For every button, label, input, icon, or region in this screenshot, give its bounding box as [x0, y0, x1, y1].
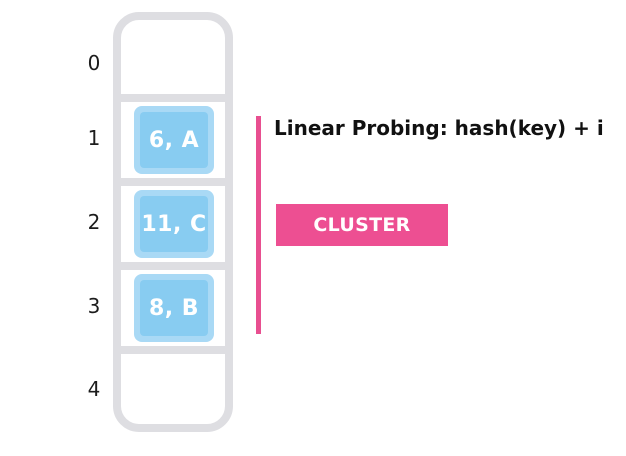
linear-probing-formula: Linear Probing: hash(key) + i [274, 116, 604, 140]
entry-slot-2: 11, C [134, 190, 214, 258]
index-label-1: 1 [87, 126, 101, 150]
entry-label: 8, B [140, 280, 208, 336]
entry-slot-1: 6, A [134, 106, 214, 174]
cluster-label: CLUSTER [276, 204, 448, 246]
index-label-2: 2 [87, 210, 101, 234]
index-label-0: 0 [87, 51, 101, 75]
slot-divider-0-1 [113, 94, 233, 102]
index-label-3: 3 [87, 294, 101, 318]
hash-table-outline [113, 12, 233, 432]
entry-label: 6, A [140, 112, 208, 168]
entry-slot-3: 8, B [134, 274, 214, 342]
slot-divider-1-2 [113, 178, 233, 186]
slot-divider-2-3 [113, 262, 233, 270]
cluster-bracket [256, 116, 261, 334]
entry-label: 11, C [140, 196, 208, 252]
slot-divider-3-4 [113, 346, 233, 354]
index-label-4: 4 [87, 377, 101, 401]
